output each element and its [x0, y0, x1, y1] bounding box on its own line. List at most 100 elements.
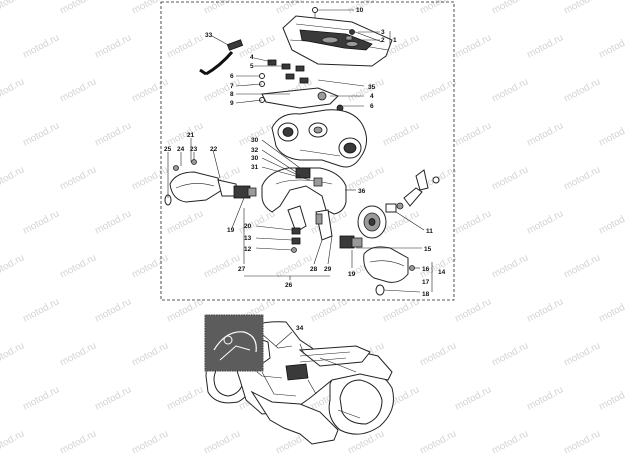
part-label-17: 17 — [422, 279, 430, 286]
part-label-1: 1 — [393, 37, 397, 44]
part-label-11: 11 — [426, 228, 433, 235]
watermark-text: motod.ru — [381, 296, 421, 324]
watermark-text: motod.ru — [525, 32, 565, 60]
part-label-6-right: 6 — [370, 103, 374, 110]
watermark-text: motod.ru — [58, 0, 98, 17]
watermark-text: motod.ru — [58, 76, 98, 104]
watermark-text: motod.ru — [93, 384, 133, 412]
watermark-text: motod.ru — [453, 120, 493, 148]
watermark-text: motod.ru — [0, 428, 26, 456]
part-label-15: 15 — [424, 246, 432, 253]
part-label-19: 19 — [227, 227, 235, 234]
watermark-text: motod.ru — [562, 164, 602, 192]
instrument-cluster — [282, 15, 393, 67]
watermark-text: motod.ru — [490, 428, 530, 456]
watermark-text: motod.ru — [525, 384, 565, 412]
speedo-cable — [199, 39, 244, 76]
watermark-text: motod.ru — [21, 208, 61, 236]
small-parts-3-2 — [345, 29, 355, 41]
watermark-text: motod.ru — [21, 120, 61, 148]
part-label-30-lower: 30 — [251, 155, 259, 162]
watermark-text: motod.ru — [418, 76, 458, 104]
watermark-text: motod.ru — [93, 208, 133, 236]
watermark-text: motod.ru — [562, 0, 602, 17]
watermark-text: motod.ru — [525, 208, 565, 236]
watermark-text: motod.ru — [562, 428, 602, 456]
part-label-7: 7 — [230, 83, 234, 90]
watermark-text: motod.ru — [165, 120, 205, 148]
watermark-text: motod.ru — [562, 252, 602, 280]
watermark-text: motod.ru — [490, 164, 530, 192]
watermark-text: motod.ru — [274, 0, 314, 17]
watermark-text: motod.ru — [93, 296, 133, 324]
part-label-26: 26 — [285, 282, 293, 289]
watermark-text: motod.ru — [165, 208, 205, 236]
watermark-text: motod.ru — [0, 252, 26, 280]
part-label-8: 8 — [230, 91, 234, 98]
watermark-text: motod.ru — [562, 340, 602, 368]
watermark-text: motod.ru — [597, 384, 625, 412]
watermark-text: motod.ru — [165, 32, 205, 60]
part-label-29: 29 — [324, 266, 332, 273]
watermark-text: motod.ru — [0, 0, 26, 17]
leader-lines — [167, 9, 433, 293]
watermark-text: motod.ru — [130, 0, 170, 17]
part-label-28: 28 — [310, 266, 318, 273]
watermark-text: motod.ru — [453, 32, 493, 60]
part-label-9: 9 — [230, 100, 234, 107]
watermark-text: motod.ru — [202, 0, 242, 17]
part-label-4-right: 4 — [370, 93, 374, 100]
watermark-text: motod.ru — [58, 164, 98, 192]
watermark-text: motod.ru — [453, 296, 493, 324]
watermark-text: motod.ru — [453, 208, 493, 236]
watermark-text: motod.ru — [274, 252, 314, 280]
part-label-6: 6 — [230, 73, 234, 80]
cluster-bracket — [261, 87, 339, 109]
watermark-text: motod.ru — [0, 164, 26, 192]
part-label-35: 35 — [368, 84, 376, 91]
part-label-21: 21 — [187, 132, 195, 139]
part-label-13: 13 — [244, 235, 252, 242]
part-label-24: 24 — [177, 146, 185, 153]
part-label-32: 32 — [251, 147, 259, 154]
screw-10 — [312, 7, 318, 18]
part-label-2: 2 — [381, 37, 385, 44]
part-label-31: 31 — [251, 164, 259, 171]
upper-triple-clamp — [271, 109, 367, 168]
part-label-5: 5 — [250, 63, 254, 70]
watermark-text: motod.ru — [93, 120, 133, 148]
watermark-text: motod.ru — [21, 32, 61, 60]
watermark-text: motod.ru — [0, 76, 26, 104]
part-label-19-right: 19 — [348, 271, 356, 278]
part-label-16: 16 — [422, 266, 430, 273]
part-label-33: 33 — [205, 32, 213, 39]
part-labels: 10 3 2 1 33 4 5 6 7 8 9 35 4 6 21 25 24 … — [164, 7, 446, 332]
part-label-4: 4 — [250, 54, 254, 61]
watermark-text: motod.ru — [381, 208, 421, 236]
watermark-text: motod.ru — [165, 384, 205, 412]
watermark-text: motod.ru — [597, 32, 625, 60]
watermark-text: motod.ru — [490, 252, 530, 280]
watermark-text: motod.ru — [130, 252, 170, 280]
watermark-text: motod.ru — [346, 164, 386, 192]
watermark-text: motod.ru — [93, 32, 133, 60]
watermark-text: motod.ru — [58, 428, 98, 456]
watermark-text: motod.ru — [130, 428, 170, 456]
watermark-text: motod.ru — [525, 120, 565, 148]
watermark-text: motod.ru — [490, 0, 530, 17]
part-label-30: 30 — [251, 137, 259, 144]
part-label-10: 10 — [356, 7, 364, 14]
watermark-text: motod.ru — [58, 340, 98, 368]
watermark-text: motod.ru — [562, 76, 602, 104]
front-right-turn-signal — [339, 235, 415, 296]
watermark-text: motod.ru — [309, 296, 349, 324]
watermark-text: motod.ru — [21, 384, 61, 412]
watermark-text: motod.ru — [58, 252, 98, 280]
watermark-text: motod.ru — [202, 252, 242, 280]
watermark-text: motod.ru — [130, 340, 170, 368]
front-left-turn-signal — [164, 159, 257, 206]
part-label-14: 14 — [438, 269, 446, 276]
watermark-text: motod.ru — [597, 120, 625, 148]
part-label-22: 22 — [210, 146, 218, 153]
watermark-text: motod.ru — [0, 340, 26, 368]
